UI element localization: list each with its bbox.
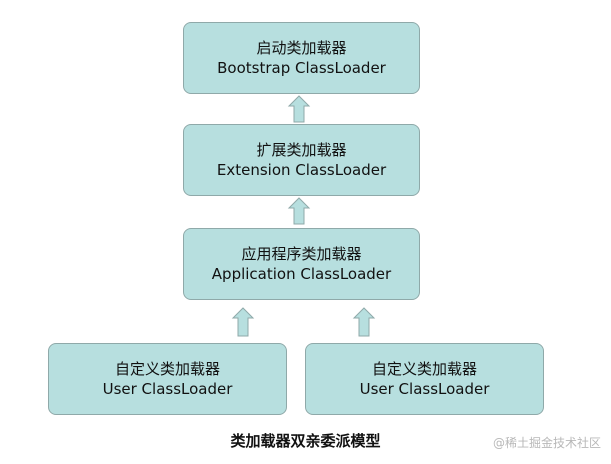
user-node-left-en-label: User ClassLoader [102,380,233,398]
application-node-zh-label: 应用程序类加载器 [241,245,362,263]
extension-node-en-label: Extension ClassLoader [216,161,387,179]
watermark: @稀土掘金技术社区 [492,436,601,450]
extension-node-zh-label: 扩展类加载器 [256,141,347,159]
arrow-user1-to-application [231,307,255,337]
user-node-right-en-label: User ClassLoader [359,380,490,398]
bootstrap-node: 启动类加载器 Bootstrap ClassLoader [183,22,420,94]
diagram-caption: 类加载器双亲委派模型 [230,432,381,450]
application-node: 应用程序类加载器 Application ClassLoader [183,228,420,300]
user-node-right-zh-label: 自定义类加载器 [371,360,477,378]
user-node-left-zh-label: 自定义类加载器 [114,360,220,378]
arrow-extension-to-bootstrap [287,95,311,123]
user-node-left: 自定义类加载器 User ClassLoader [48,343,287,415]
extension-node: 扩展类加载器 Extension ClassLoader [183,124,420,196]
bootstrap-node-en-label: Bootstrap ClassLoader [217,59,386,77]
bootstrap-node-zh-label: 启动类加载器 [256,39,347,57]
application-node-en-label: Application ClassLoader [211,265,392,283]
arrow-user2-to-application [352,307,376,337]
user-node-right: 自定义类加载器 User ClassLoader [305,343,544,415]
arrow-application-to-extension [287,197,311,225]
